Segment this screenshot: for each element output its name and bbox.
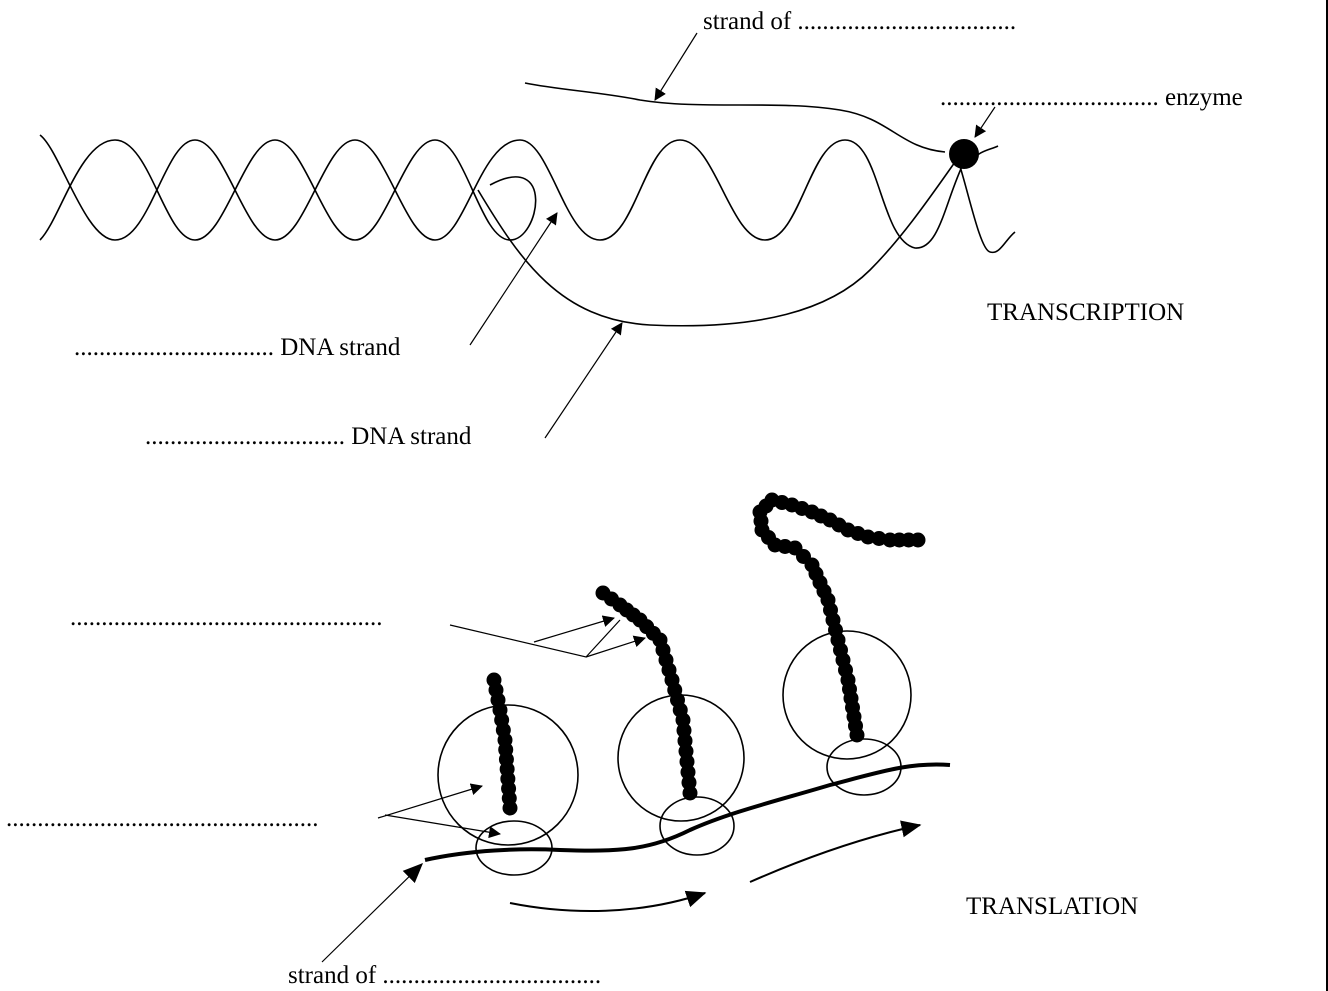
direction-arrow-2 <box>749 820 922 883</box>
pointer-enzyme <box>974 106 996 138</box>
label-enzyme: ................................... enzy… <box>940 84 1243 111</box>
label-rna-strand-top: strand of ..............................… <box>703 8 1017 35</box>
dna-helix-strand-a <box>39 139 537 241</box>
rna-strand-transcription <box>524 82 946 153</box>
pointer-dna-strand-1 <box>469 212 558 346</box>
amino-acid-bead <box>595 585 611 601</box>
ribosome-3 <box>782 630 912 796</box>
mrna-strand-translation <box>424 762 951 862</box>
transcription-title: TRANSCRIPTION <box>987 299 1185 326</box>
right-border <box>1326 0 1328 991</box>
label-ribosome: ........................................… <box>6 805 319 832</box>
amino-acid-bead <box>871 531 887 546</box>
label-dna-strand-2: ................................ DNA str… <box>145 423 472 450</box>
label-mrna-strand-bottom: strand of ..............................… <box>288 962 602 989</box>
ribosome-1 <box>437 704 579 876</box>
polypeptide-chain-2 <box>595 585 698 801</box>
dna-template-strand <box>477 154 961 327</box>
dna-helix-strand-b <box>39 134 966 249</box>
pointer-ribosome-b <box>384 814 501 839</box>
polypeptide-chains <box>486 492 926 816</box>
dna-double-helix <box>39 134 1016 327</box>
pointer-ribosome-a <box>377 783 483 819</box>
pointer-mrna-strand <box>321 863 424 963</box>
translation-title: TRANSLATION <box>966 893 1139 920</box>
pointer-chains-a <box>449 619 621 658</box>
amino-acid-bead <box>910 532 926 548</box>
pointer-dna-strand-2 <box>544 322 623 439</box>
label-polypeptide-chains: ........................................… <box>70 604 383 631</box>
pointer-chains-c <box>585 635 646 658</box>
dna-helix-right-end <box>957 159 1016 254</box>
polypeptide-chain-1 <box>486 672 518 816</box>
polypeptide-chain-3 <box>752 492 926 743</box>
enzyme-dot <box>949 139 979 169</box>
direction-arrow-1 <box>509 890 707 912</box>
pointer-chains-b <box>533 615 615 643</box>
pointer-rna-strand <box>654 32 698 101</box>
amino-acid-bead <box>486 672 502 688</box>
label-dna-strand-1: ................................ DNA str… <box>74 334 401 361</box>
amino-acid-bead <box>860 529 876 545</box>
